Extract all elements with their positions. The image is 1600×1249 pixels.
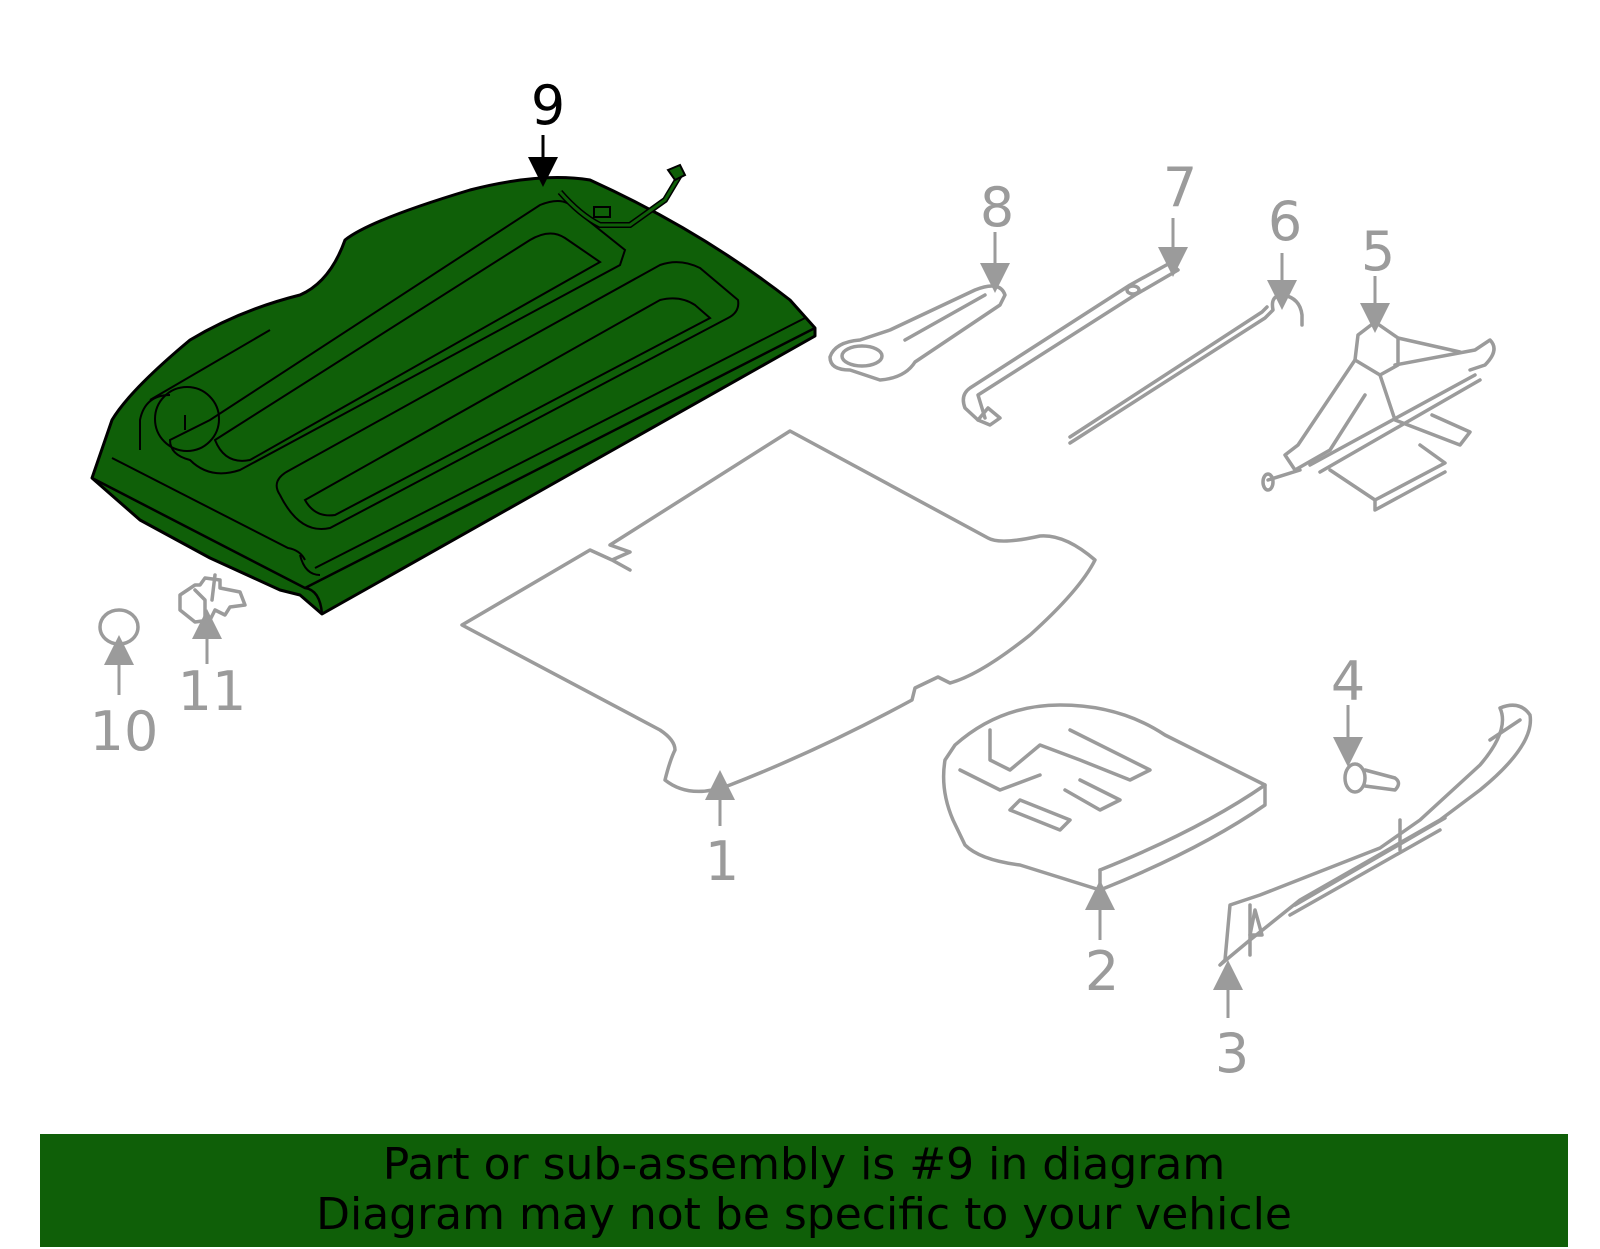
banner-line-1: Part or sub-assembly is #9 in diagram bbox=[382, 1139, 1226, 1190]
callout-9: 9 bbox=[531, 74, 565, 137]
part-6-hook[interactable] bbox=[1068, 293, 1304, 445]
part-11-clip[interactable] bbox=[178, 573, 247, 624]
callout-10: 10 bbox=[90, 700, 159, 763]
part-3-sill-plate[interactable] bbox=[1218, 703, 1533, 967]
callout-2: 2 bbox=[1085, 940, 1119, 1003]
part-1-floor-mat[interactable] bbox=[460, 429, 1097, 794]
banner-line-2: Diagram may not be specific to your vehi… bbox=[316, 1189, 1292, 1240]
part-2-tray[interactable] bbox=[941, 703, 1267, 892]
callout-4: 4 bbox=[1331, 650, 1365, 713]
callout-arrows bbox=[104, 135, 1390, 1018]
part-8-tow-eye[interactable] bbox=[828, 284, 1007, 382]
callout-11: 11 bbox=[178, 660, 247, 723]
callout-1: 1 bbox=[705, 830, 739, 893]
info-banner: Part or sub-assembly is #9 in diagram Di… bbox=[40, 1134, 1568, 1247]
callout-7: 7 bbox=[1163, 156, 1197, 219]
part-9-cargo-cover[interactable] bbox=[90, 163, 817, 616]
part-4-clip[interactable] bbox=[1343, 762, 1401, 794]
callout-3: 3 bbox=[1215, 1022, 1249, 1085]
callout-5: 5 bbox=[1361, 220, 1395, 283]
part-10-plug[interactable] bbox=[98, 608, 140, 646]
part-5-jack[interactable] bbox=[1261, 320, 1496, 512]
callout-6: 6 bbox=[1268, 190, 1302, 253]
callout-8: 8 bbox=[980, 176, 1014, 239]
